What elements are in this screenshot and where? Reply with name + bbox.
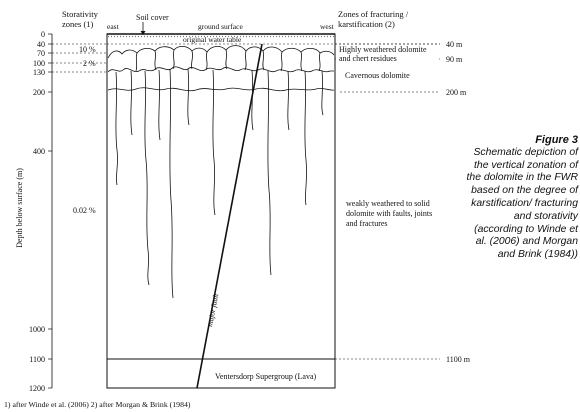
pinnacle-divider-10 xyxy=(300,51,303,72)
pinnacle-divider-11 xyxy=(318,52,321,72)
fracture-9 xyxy=(267,70,272,276)
caption-line: and storativity xyxy=(513,210,578,222)
pinnacle-divider-5 xyxy=(205,51,208,71)
pinnacle-divider-6 xyxy=(225,49,228,70)
marker-90m: 90 m xyxy=(446,55,463,64)
cavern-fringe xyxy=(107,87,335,92)
depth-label-100: 100 xyxy=(33,59,45,68)
soil-cover-arrowhead xyxy=(140,31,146,35)
depth-label-70: 70 xyxy=(37,49,45,58)
pinnacle-divider-2 xyxy=(154,50,157,71)
fracture-6 xyxy=(187,68,190,126)
karst-pinnacles xyxy=(107,45,335,92)
marker-200m: 200 m xyxy=(446,88,467,97)
storativity-value-10: 10 % xyxy=(79,45,96,54)
major-fault-label: major fault xyxy=(205,292,220,328)
fracture-2 xyxy=(130,70,133,136)
storativity-zone-lines xyxy=(52,43,107,73)
zone-desc-solid-3: and fractures xyxy=(346,219,388,228)
footnote: 1) after Winde et al. (2006) 2) after Mo… xyxy=(4,400,191,409)
storativity-value-002: 0.02 % xyxy=(73,206,96,215)
basement-label: Ventersdorp Supergroup (Lava) xyxy=(215,372,316,381)
depth-label-400: 400 xyxy=(33,147,45,156)
fracture-1 xyxy=(115,71,118,186)
zone-desc-weathered-1: Highly weathered dolomite xyxy=(339,45,427,54)
caption-line: and Brink (1984)) xyxy=(497,249,578,261)
fracturing-header-line2: karstification (2) xyxy=(338,19,395,29)
caption-line: Schematic depiction of xyxy=(473,146,578,158)
depth-ticks xyxy=(48,33,52,389)
pinnacle-boundary-upper xyxy=(107,45,335,59)
pinnacle-divider-4 xyxy=(191,50,193,70)
fracture-4 xyxy=(158,69,161,141)
pinnacle-boundary-lower xyxy=(107,66,334,73)
fracture-7 xyxy=(212,69,216,216)
depth-label-130: 130 xyxy=(33,68,45,77)
fracture-5 xyxy=(169,68,174,299)
caption-line: the dolomite in the FWR xyxy=(466,172,578,184)
depth-tick-labels: 0 40 70 100 130 200 400 1000 1100 1200 xyxy=(29,30,45,393)
ground-surface-label: ground surface xyxy=(198,22,243,31)
description-backdrop xyxy=(336,45,438,65)
fracture-8 xyxy=(251,69,254,131)
storativity-value-2: 2 % xyxy=(83,59,96,68)
pinnacle-divider-3 xyxy=(172,49,175,70)
soil-cover-label: Soil cover xyxy=(136,13,169,22)
fracture-10 xyxy=(287,70,290,131)
pinnacle-divider-7 xyxy=(244,50,247,71)
east-label: east xyxy=(107,22,120,31)
pinnacle-divider-1 xyxy=(135,52,138,72)
storativity-header-line1: Storativity xyxy=(62,9,99,19)
west-label: west xyxy=(320,22,335,31)
major-fault-line xyxy=(196,43,263,389)
caption-line: the vertical zonation of xyxy=(474,159,578,171)
marker-40m: 40 m xyxy=(446,40,463,49)
pinnacle-divider-8 xyxy=(262,50,265,71)
depth-axis-label: Depth below surface (m) xyxy=(15,168,24,248)
depth-label-0: 0 xyxy=(41,30,45,39)
zone-desc-solid-2: dolomite with faults, joints xyxy=(346,209,432,218)
depth-label-200: 200 xyxy=(33,88,45,97)
caption-line: (according to Winde et xyxy=(474,223,578,235)
fracturing-header-line1: Zones of fracturing / xyxy=(338,9,409,19)
depth-label-1200: 1200 xyxy=(29,384,45,393)
zone-desc-cavernous: Cavernous dolomite xyxy=(345,71,410,80)
caption-line: al. (2006) and Morgan xyxy=(475,236,578,248)
fracture-traces xyxy=(115,68,324,299)
section-frame xyxy=(106,33,336,389)
marker-1100m: 1100 m xyxy=(446,355,471,364)
figure-caption-title: Figure 3 xyxy=(535,134,578,146)
caption-line: based on the degree of xyxy=(471,185,578,197)
pinnacle-divider-9 xyxy=(280,51,283,72)
depth-label-1100: 1100 xyxy=(29,355,45,364)
zone-desc-weathered-2: and chert residues xyxy=(339,54,397,63)
figure-caption: Figure 3 Schematic depiction of the vert… xyxy=(456,134,578,262)
fracture-3 xyxy=(144,70,150,286)
fracture-12 xyxy=(321,70,324,116)
water-table-label: original water table xyxy=(183,35,242,44)
depth-label-40: 40 xyxy=(37,40,45,49)
fracture-11 xyxy=(304,70,307,206)
zone-desc-solid-1: weakly weathered to solid xyxy=(346,199,430,208)
storativity-header-line2: zones (1) xyxy=(62,19,94,29)
depth-label-1000: 1000 xyxy=(29,325,45,334)
caption-line: karstification/ fracturing xyxy=(471,197,578,209)
